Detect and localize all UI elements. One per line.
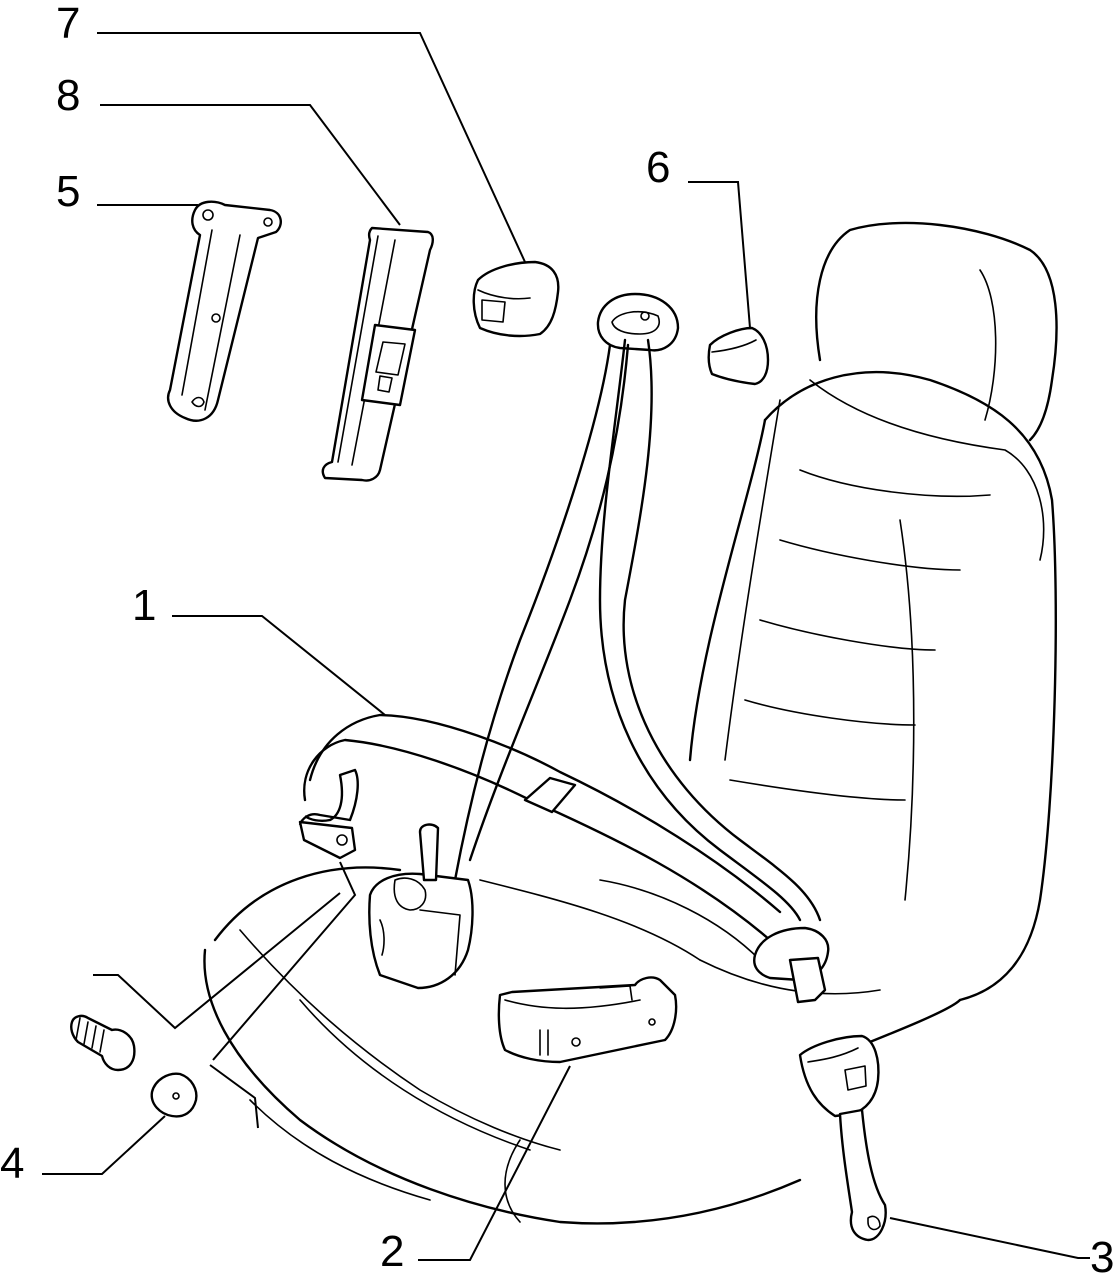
part-4-bolt-and-cap: [70, 1014, 198, 1118]
leader-4: [42, 1115, 166, 1175]
seat-drawing: [203, 221, 1058, 1225]
part-5-anchor-bracket: [166, 200, 282, 422]
seat-cushion: [213, 866, 402, 942]
part-8-height-adjuster: [321, 226, 434, 482]
leader-3: [889, 1217, 1090, 1259]
part-2-buckle-bracket: [497, 976, 678, 1064]
callout-7: 7: [56, 0, 80, 48]
part-3-buckle: [798, 1034, 887, 1242]
callout-6: 6: [646, 143, 670, 192]
part-6-trim-cover: [707, 326, 770, 386]
callout-5: 5: [56, 167, 80, 216]
leader-7: [97, 32, 526, 263]
leader-4-cap: [212, 861, 357, 1061]
part-1-belt-assembly: [298, 292, 830, 1004]
leader-4-bolt: [93, 892, 341, 1030]
callout-2: 2: [380, 1227, 404, 1276]
callout-3: 3: [1090, 1233, 1114, 1278]
leader-1: [172, 615, 386, 716]
callout-1: 1: [132, 581, 156, 630]
callout-8: 8: [56, 71, 80, 120]
headrest: [815, 221, 1058, 442]
leader-6: [688, 181, 751, 329]
leader-8: [100, 104, 401, 226]
backrest: [763, 370, 1057, 1002]
leader-lines: [42, 32, 1090, 1261]
part-7-cover-cap: [472, 260, 560, 338]
callout-4: 4: [0, 1139, 24, 1188]
leader-2: [418, 1065, 571, 1261]
